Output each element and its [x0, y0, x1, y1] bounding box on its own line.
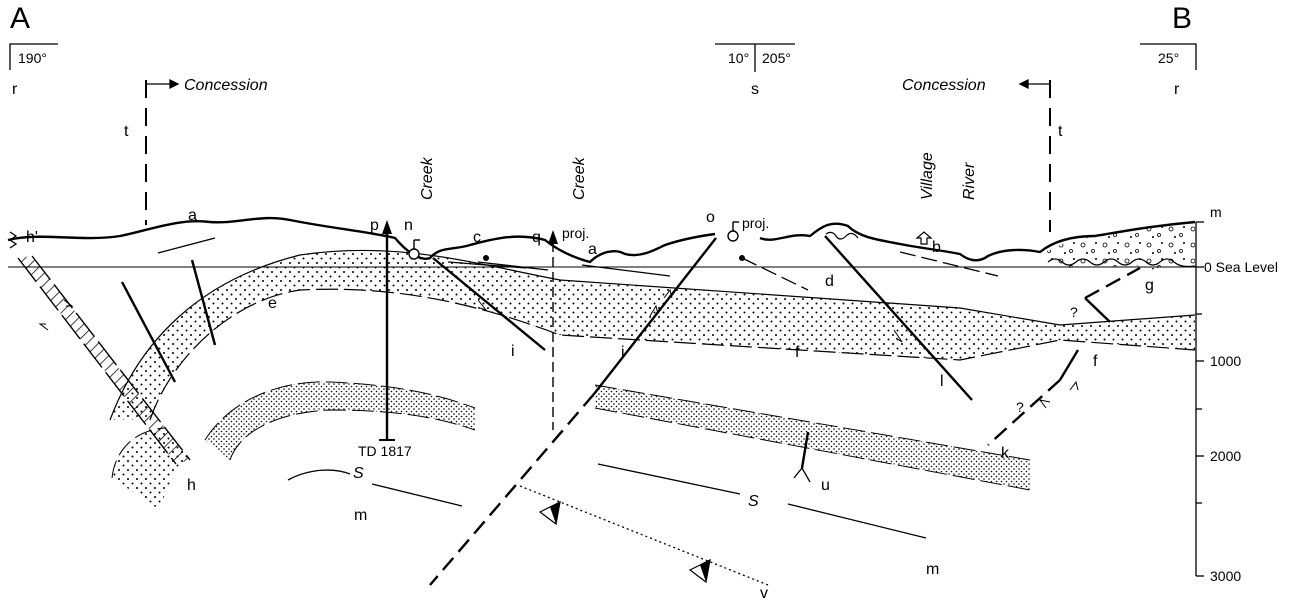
label-m1: m — [354, 507, 367, 524]
well-symbol-n — [409, 240, 420, 259]
label-f2: f — [1093, 353, 1098, 370]
proj-label-q: proj. — [562, 225, 589, 241]
well-q-arrow — [548, 230, 558, 244]
label-q: q — [532, 229, 541, 246]
concession-label-left: Concession — [184, 77, 268, 94]
creek-label-1: Creek — [419, 156, 436, 200]
end-label-a: A — [10, 2, 30, 35]
well-symbol-o — [728, 222, 739, 241]
depth-scale — [1196, 222, 1204, 576]
label-t-right: t — [1058, 123, 1063, 140]
end-label-b: B — [1172, 2, 1192, 35]
question-mark-2: ? — [1016, 399, 1024, 415]
label-p: p — [370, 217, 379, 234]
label-r-left: r — [12, 81, 18, 98]
label-e: e — [268, 295, 277, 312]
bearing-left: 190° — [18, 50, 47, 66]
label-a1: a — [188, 207, 197, 224]
depth-tick-1000: 1000 — [1210, 353, 1241, 369]
label-v: v — [760, 585, 768, 602]
deep-sandstone-left — [205, 382, 475, 460]
dip-dot-c — [483, 255, 489, 261]
bearing-mid-right: 205° — [762, 50, 791, 66]
river-label: River — [961, 162, 978, 200]
label-n: n — [404, 217, 413, 234]
dip-dot-d — [739, 255, 745, 261]
village-hill-wavy — [826, 232, 858, 239]
label-s: s — [751, 81, 759, 98]
label-g: g — [1145, 277, 1154, 294]
bearing-mid-left: 10° — [728, 50, 749, 66]
label-m2: m — [926, 561, 939, 578]
creek-label-2: Creek — [571, 156, 588, 200]
bearing-right: 25° — [1158, 50, 1179, 66]
label-k: k — [1001, 445, 1010, 462]
label-h: h — [187, 477, 196, 494]
sea-level-label: 0 Sea Level — [1204, 259, 1278, 275]
deep-sandstone-right — [595, 385, 1030, 490]
label-c: c — [473, 229, 481, 246]
depth-tick-2000: 2000 — [1210, 448, 1241, 464]
depth-tick-3000: 3000 — [1210, 568, 1241, 584]
label-f1: f — [795, 344, 800, 361]
label-r-right: r — [1174, 81, 1180, 98]
concession-label-right: Concession — [902, 77, 986, 94]
question-mark-1: ? — [1070, 304, 1078, 320]
well-p-arrow — [382, 220, 392, 234]
label-o: o — [706, 209, 715, 226]
label-h-prime: h' — [26, 229, 38, 246]
thrust-label-s1: S — [353, 465, 364, 482]
label-u: u — [821, 477, 830, 494]
thrust-s — [288, 464, 926, 538]
village-up-arrow — [917, 232, 931, 244]
label-t-left: t — [124, 123, 129, 140]
label-a2: a — [588, 241, 597, 258]
village-label: Village — [919, 152, 936, 200]
label-l: l — [940, 373, 944, 390]
decollement-v — [520, 486, 768, 585]
proj-label-o: proj. — [742, 215, 769, 231]
label-i1: i — [511, 343, 515, 360]
td-label: TD 1817 — [358, 443, 412, 459]
label-d: d — [825, 273, 834, 290]
thrust-label-s2: S — [748, 493, 759, 510]
depth-unit-label: m — [1210, 204, 1222, 220]
label-i2: i — [621, 344, 625, 361]
label-b: b — [932, 239, 941, 256]
sandstone-pod-h — [112, 428, 190, 510]
bearing-brackets — [10, 44, 1196, 72]
